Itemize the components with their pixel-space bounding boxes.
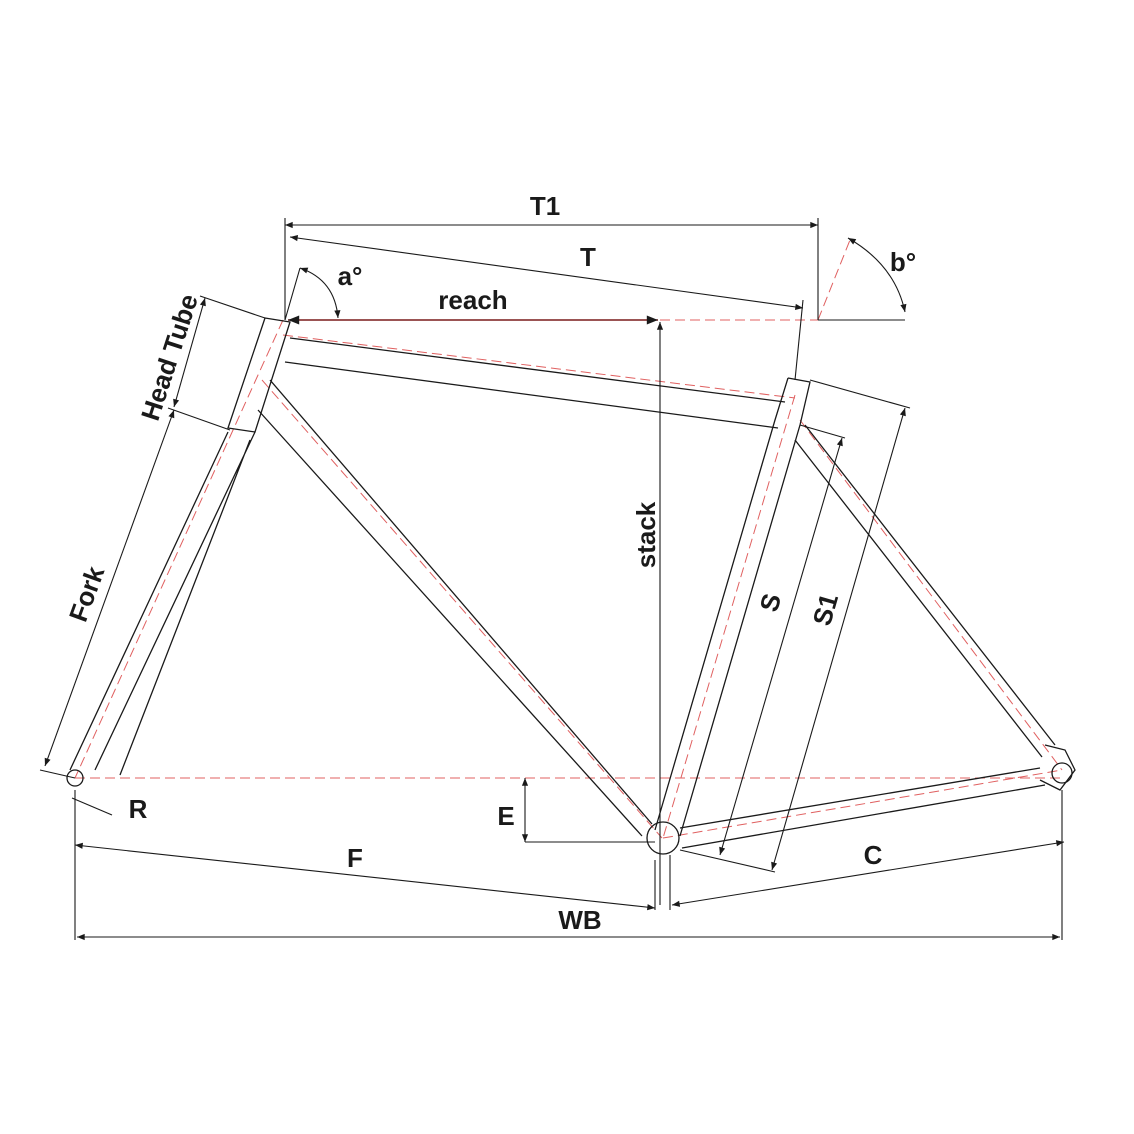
dimension-lines bbox=[39, 218, 1065, 941]
front-dropout bbox=[66, 769, 84, 787]
rear-dropout bbox=[1051, 762, 1073, 784]
label-head-tube: Head Tube bbox=[135, 290, 204, 424]
label-fork: Fork bbox=[63, 562, 111, 626]
label-b-angle: b° bbox=[890, 247, 916, 277]
label-wb: WB bbox=[558, 905, 601, 935]
down-tube bbox=[257, 379, 653, 837]
bike-frame bbox=[66, 317, 1076, 855]
head-tube bbox=[227, 317, 291, 433]
label-s: S bbox=[754, 590, 788, 615]
chain-stay bbox=[679, 767, 1046, 849]
label-t: T bbox=[580, 242, 596, 272]
label-stack: stack bbox=[631, 501, 661, 568]
label-a-angle: a° bbox=[338, 261, 363, 291]
label-f: F bbox=[347, 843, 363, 873]
seat-stay bbox=[794, 424, 1056, 758]
label-c: C bbox=[864, 840, 883, 870]
centerlines bbox=[74, 239, 1063, 839]
label-r: R bbox=[129, 794, 148, 824]
top-tube bbox=[284, 337, 786, 429]
seat-tube bbox=[654, 377, 811, 837]
label-s1: S1 bbox=[807, 590, 845, 629]
bottom-bracket bbox=[646, 821, 680, 855]
label-e: E bbox=[497, 801, 514, 831]
label-reach: reach bbox=[438, 285, 507, 315]
label-t1: T1 bbox=[530, 191, 560, 221]
